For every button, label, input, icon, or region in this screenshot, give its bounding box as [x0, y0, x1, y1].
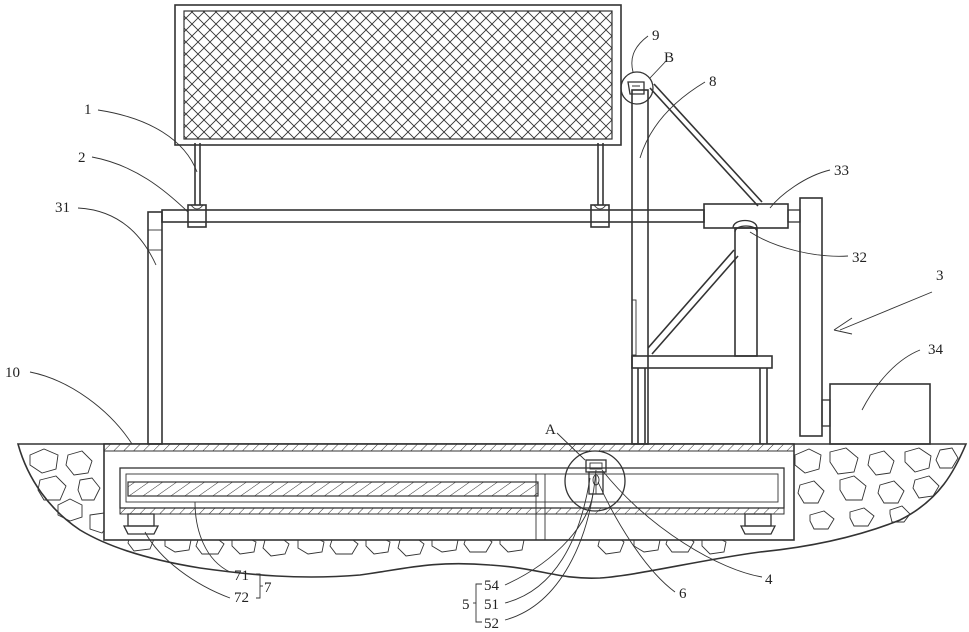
label-54: 54 — [484, 578, 500, 594]
label-9: 9 — [652, 28, 660, 44]
label-5: 5 — [462, 597, 470, 613]
bracket-7 — [256, 574, 263, 598]
right-mast — [621, 72, 653, 444]
label-51: 51 — [484, 597, 499, 613]
label-10: 10 — [5, 365, 20, 381]
screen-hangers — [195, 143, 603, 205]
clamp-blocks — [188, 205, 609, 227]
label-8: 8 — [709, 74, 717, 90]
label-4: 4 — [765, 572, 773, 588]
label-52: 52 — [484, 616, 499, 632]
mesh-screen-panel — [175, 5, 621, 145]
control-box — [830, 384, 930, 444]
label-31: 31 — [55, 200, 70, 216]
label-A: A — [545, 422, 556, 438]
lift-cylinder — [735, 226, 757, 356]
diagonal-braces — [648, 84, 762, 354]
vertical-plate — [800, 198, 830, 436]
bracket-5 — [473, 584, 482, 622]
left-post — [148, 212, 162, 444]
support-frame — [632, 356, 772, 444]
label-3: 3 — [936, 268, 944, 284]
label-33: 33 — [834, 163, 849, 179]
hinge-block — [704, 204, 788, 228]
label-2: 2 — [78, 150, 86, 166]
label-7: 7 — [264, 580, 272, 596]
label-34: 34 — [928, 342, 944, 358]
label-6: 6 — [679, 586, 687, 602]
label-32: 32 — [852, 250, 867, 266]
label-B: B — [664, 50, 674, 66]
label-72: 72 — [234, 590, 249, 606]
label-1: 1 — [84, 102, 92, 118]
label-71: 71 — [234, 568, 249, 584]
